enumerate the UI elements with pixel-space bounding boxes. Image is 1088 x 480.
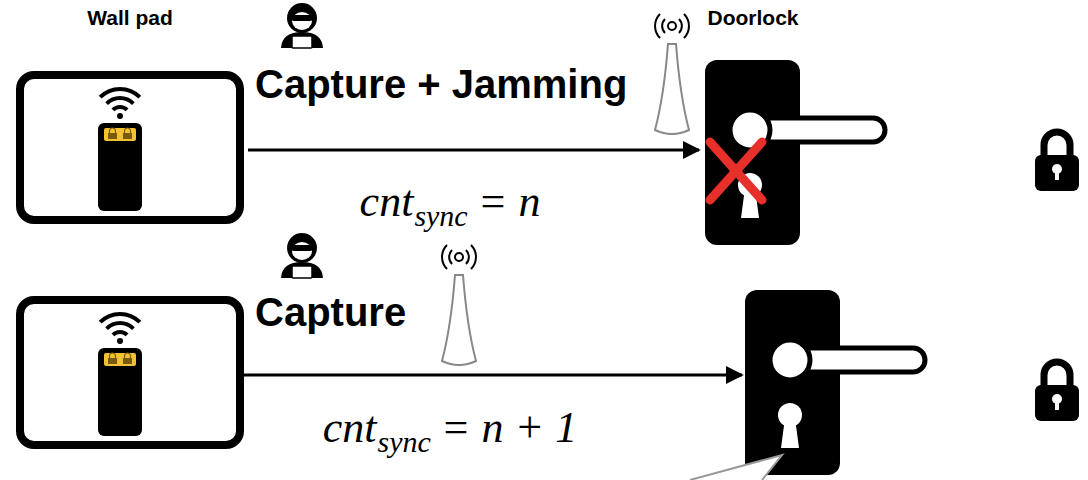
counter-name: cnt [360, 178, 414, 226]
counter-value: = n [478, 178, 541, 226]
counter-equation: cntsync= n + 1 [323, 404, 577, 452]
counter-name: cnt [323, 404, 377, 452]
signal-arrow [248, 149, 699, 152]
blocked-mark [710, 142, 762, 200]
counter-equation: cntsync= n [360, 178, 541, 226]
attack-label: Capture + Jamming [255, 62, 627, 106]
wall-pad: Wall pad [16, 6, 244, 222]
blocked-mark [710, 142, 762, 200]
node-heading: Doorlock [699, 6, 807, 29]
node-heading: Wall pad [16, 6, 244, 29]
counter-subscript: sync [414, 199, 467, 232]
counter-subscript: sync [378, 425, 431, 458]
counter-value: = n + 1 [441, 404, 577, 452]
doorlock: Doorlock [699, 6, 807, 246]
attack-label: Capture [255, 290, 406, 334]
